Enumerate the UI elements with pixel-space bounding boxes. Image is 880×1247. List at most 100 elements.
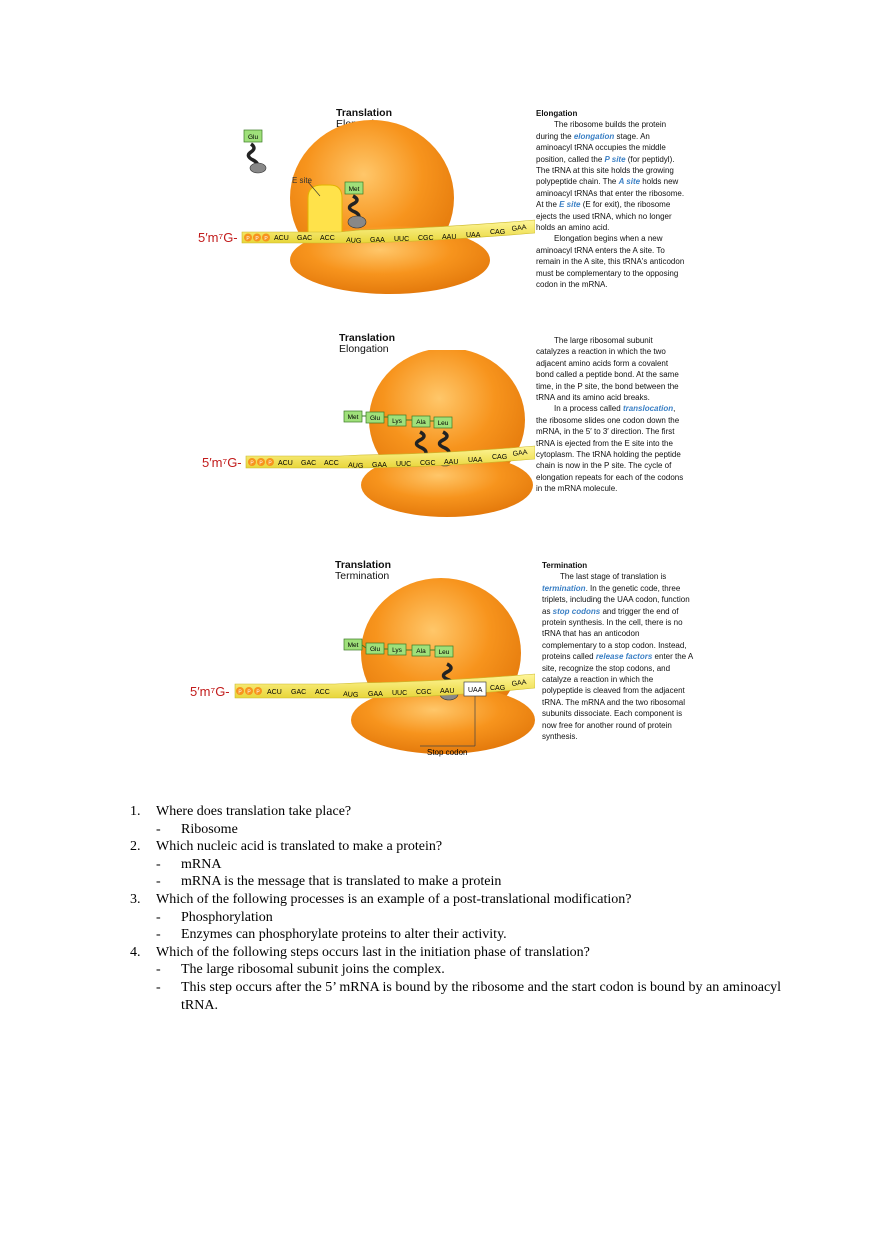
svg-text:AUG: AUG: [346, 237, 362, 245]
svg-text:Glu: Glu: [370, 646, 381, 653]
question-item: 4.Which of the following steps occurs la…: [130, 944, 790, 1014]
svg-text:AAU: AAU: [444, 459, 458, 466]
svg-text:GAA: GAA: [370, 237, 385, 244]
svg-text:P: P: [268, 461, 272, 467]
svg-text:ACC: ACC: [320, 235, 335, 242]
svg-text:Met: Met: [348, 642, 359, 649]
e-site-label: E site: [292, 176, 313, 185]
svg-text:5′m⁷G-: 5′m⁷G-: [198, 230, 238, 245]
svg-text:GAC: GAC: [297, 235, 312, 242]
caption-text: The ribosome builds the protein during t…: [536, 120, 685, 233]
svg-text:5′m⁷G-: 5′m⁷G-: [190, 684, 230, 699]
svg-text:CGC: CGC: [416, 689, 432, 696]
panel-caption: Termination The last stage of translatio…: [542, 560, 694, 743]
svg-text:P: P: [238, 690, 242, 696]
keyword: E site: [559, 200, 581, 210]
question-list: 1.Where does translation take place? -Ri…: [130, 803, 790, 1014]
svg-text:UUC: UUC: [392, 690, 407, 697]
svg-text:P: P: [246, 236, 250, 242]
svg-text:UUC: UUC: [396, 461, 411, 468]
svg-text:GAA: GAA: [511, 679, 527, 688]
svg-text:ACU: ACU: [274, 235, 289, 242]
svg-text:Glu: Glu: [370, 415, 381, 422]
ribosome-diagram: E site Glu Met 5′m⁷G- P P P ACU GAC ACC …: [198, 120, 535, 294]
keyword: termination: [542, 583, 586, 593]
trna-icon: Glu: [243, 129, 267, 174]
keyword: stop codons: [552, 606, 601, 616]
svg-text:P: P: [259, 461, 263, 467]
e-site-highlight: [307, 184, 343, 236]
svg-text:Ala: Ala: [416, 419, 426, 426]
answer: -Ribosome: [156, 821, 238, 837]
ribosome-small-subunit: [361, 453, 533, 517]
caption-text: The last stage of translation is termina…: [542, 572, 693, 742]
mrna-strand: 5′m⁷G- P P P ACU GAC ACC AUG GAA UUC CGC…: [198, 219, 535, 245]
svg-text:UAA: UAA: [468, 687, 483, 694]
svg-text:CGC: CGC: [418, 235, 434, 242]
answer: -This step occurs after the 5’ mRNA is b…: [156, 979, 782, 1013]
answer: -Phosphorylation: [156, 909, 273, 925]
ribosome-diagram: Met Glu Lys Ala Leu 5′m⁷G- P P P ACU GAC: [190, 578, 535, 757]
svg-text:Lys: Lys: [392, 647, 403, 654]
stop-codon-label: Stop codon: [427, 748, 467, 757]
svg-text:CAG: CAG: [492, 454, 507, 461]
ribosome-small-subunit: [351, 686, 535, 754]
panel-caption: The large ribosomal subunit catalyzes a …: [536, 335, 688, 495]
peptide-chain: Met Glu Lys Ala Leu: [343, 410, 453, 429]
svg-text:AAU: AAU: [440, 688, 454, 695]
keyword: release factors: [595, 652, 653, 662]
svg-text:ACU: ACU: [267, 689, 282, 696]
panel-caption: Elongation The ribosome builds the prote…: [536, 108, 688, 291]
svg-text:Leu: Leu: [439, 649, 450, 656]
question-item: 1.Where does translation take place? -Ri…: [130, 803, 790, 838]
mrna-strand: 5′m⁷G- P P P ACU GAC ACC AUG GAA UUC CGC…: [190, 673, 535, 699]
keyword: elongation: [573, 131, 615, 141]
svg-text:UAA: UAA: [468, 457, 483, 464]
svg-text:ACC: ACC: [315, 689, 330, 696]
svg-text:P: P: [256, 690, 260, 696]
svg-text:P: P: [255, 236, 259, 242]
svg-text:GAC: GAC: [301, 460, 316, 467]
caption-text-2: In a process called translocation, the r…: [536, 404, 684, 494]
svg-text:GAC: GAC: [291, 689, 306, 696]
answer: -Enzymes can phosphorylate proteins to a…: [156, 927, 507, 943]
keyword: A site: [618, 177, 641, 187]
peptide-chain: Met Glu Lys Ala Leu: [343, 638, 454, 658]
svg-text:CGC: CGC: [420, 460, 436, 467]
svg-text:Glu: Glu: [248, 134, 259, 141]
question: 4.Which of the following steps occurs la…: [130, 944, 590, 960]
svg-text:AUG: AUG: [343, 691, 359, 699]
keyword: P site: [604, 154, 626, 164]
question-item: 2.Which nucleic acid is translated to ma…: [130, 838, 790, 891]
caption-text: The large ribosomal subunit catalyzes a …: [536, 336, 679, 403]
caption-heading: Termination: [542, 561, 588, 570]
svg-text:ACU: ACU: [278, 460, 293, 467]
svg-text:P: P: [250, 461, 254, 467]
svg-text:P: P: [247, 690, 251, 696]
svg-text:5′m⁷G-: 5′m⁷G-: [202, 455, 242, 470]
caption-heading: Elongation: [536, 109, 578, 118]
svg-text:GAA: GAA: [368, 691, 383, 698]
keyword: translocation: [622, 404, 674, 414]
svg-text:ACC: ACC: [324, 460, 339, 467]
answer: -mRNA is the message that is translated …: [156, 874, 502, 890]
caption-text-2: Elongation begins when a new aminoacyl t…: [536, 234, 685, 290]
svg-text:GAA: GAA: [372, 462, 387, 469]
question: 2.Which nucleic acid is translated to ma…: [130, 839, 443, 855]
svg-text:CAG: CAG: [490, 685, 505, 692]
trna-icon: Met: [344, 181, 367, 229]
svg-text:AAU: AAU: [442, 234, 456, 241]
svg-text:UAA: UAA: [466, 232, 481, 239]
question: 1.Where does translation take place?: [130, 804, 352, 819]
svg-text:Lys: Lys: [392, 418, 403, 425]
svg-text:P: P: [264, 236, 268, 242]
svg-text:AUG: AUG: [348, 462, 364, 470]
ribosome-diagram: Met Glu Lys Ala Leu 5′m⁷G- P P: [202, 350, 535, 517]
mrna-strand: 5′m⁷G- P P P ACU GAC ACC AUG GAA UUC CGC…: [202, 445, 535, 470]
answer: -The large ribosomal subunit joins the c…: [156, 962, 445, 978]
svg-text:Leu: Leu: [438, 420, 449, 427]
svg-text:GAA: GAA: [511, 224, 527, 233]
question: 3.Which of the following processes is an…: [130, 891, 632, 907]
